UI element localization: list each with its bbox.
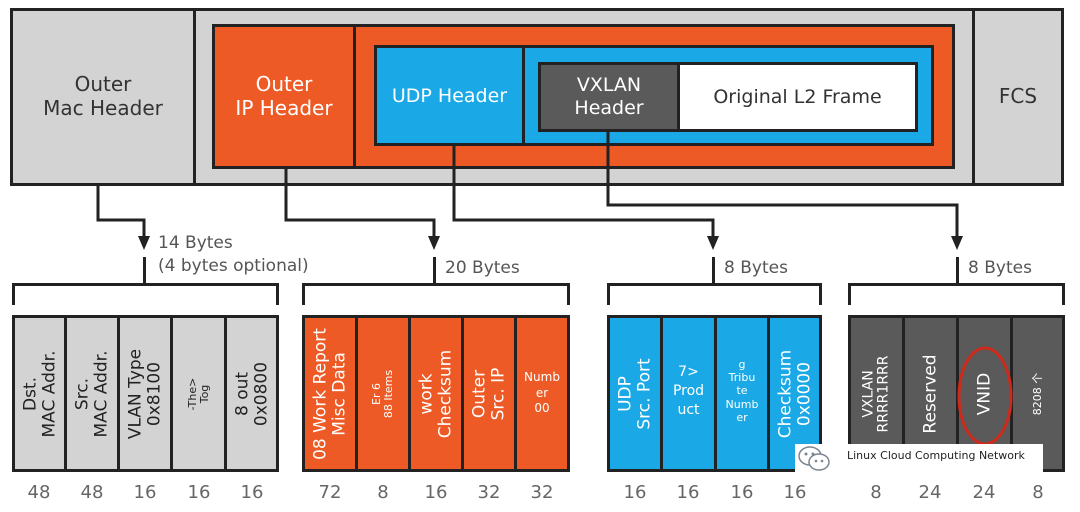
bits-udp-length: 16 [730, 482, 754, 503]
bits-dst-mac: 48 [27, 482, 51, 503]
bracket-vxlan [848, 283, 1065, 305]
bits-udp-src-port: 16 [623, 482, 647, 503]
bits-src-mac: 48 [80, 482, 104, 503]
tick-mac [143, 257, 146, 283]
tick-ip [433, 257, 436, 283]
bits-vlan-tag: 16 [187, 482, 211, 503]
bits-protocol: 8 [377, 482, 389, 503]
connector-mac [96, 185, 146, 238]
field-udp-length: g Tribu te Numb er [714, 315, 770, 472]
field-src-mac: Src. MAC Addr. [64, 315, 120, 472]
watermark-text: Linux Cloud Computing Network [847, 448, 1025, 462]
original-l2-frame-label: Original L2 Frame [713, 85, 882, 108]
watermark: Linux Cloud Computing Network [795, 444, 1043, 474]
bits-udp-dst-port: 16 [676, 482, 700, 503]
wechat-icon [798, 446, 830, 471]
arrow-vxlan [951, 236, 963, 250]
field-outer-dst-ip: Numb er 00 [514, 315, 570, 472]
bits-vlan-type: 16 [133, 482, 157, 503]
field-outer-src-ip: Outer Src. IP [461, 315, 517, 472]
divider-fcs [972, 8, 975, 186]
bytes-vxlan: 8 Bytes [968, 258, 1032, 278]
bracket-ip [302, 283, 570, 305]
divider-ip [353, 24, 356, 169]
bits-udp-checksum: 16 [783, 482, 807, 503]
tick-udp [712, 257, 715, 283]
bits-misc-data: 72 [318, 482, 342, 503]
bytes-mac: 14 Bytes (4 bytes optional) [158, 233, 309, 276]
fcs-label: FCS [998, 84, 1038, 108]
bytes-udp: 8 Bytes [724, 258, 788, 278]
bits-outer-dst-ip: 32 [530, 482, 554, 503]
field-ether-type: 8 out 0x0800 [224, 315, 279, 472]
field-udp-src-port: UDP Src. Port [607, 315, 663, 472]
field-ip-checksum: work Checksum [408, 315, 464, 472]
divider-udp [522, 45, 525, 146]
bits-outer-src-ip: 32 [477, 482, 501, 503]
bits-vxlan-flags: 8 [870, 482, 882, 503]
arrow-ip [428, 236, 440, 250]
bits-reserved-2: 8 [1032, 482, 1044, 503]
udp-header-label: UDP Header [391, 84, 508, 107]
field-misc-data: 08 Work Report Misc Data [302, 315, 358, 472]
original-l2-frame-block [677, 62, 918, 132]
arrow-udp [707, 236, 719, 250]
outer-mac-header-label: Outer Mac Header [43, 72, 163, 120]
tick-vxlan [956, 257, 959, 283]
bits-ip-checksum: 16 [424, 482, 448, 503]
field-dst-mac: Dst. MAC Addr. [12, 315, 67, 472]
bracket-mac [12, 283, 279, 305]
field-udp-dst-port: 7> Prod uct [660, 315, 717, 472]
outer-ip-header-label: Outer IP Header [235, 72, 333, 120]
bits-vnid: 24 [972, 482, 996, 503]
vxlan-header-label: VXLAN Header [574, 74, 644, 119]
bits-ether-type: 16 [240, 482, 264, 503]
bytes-ip: 20 Bytes [445, 258, 520, 278]
connector-udp [452, 146, 715, 238]
field-protocol: Er 6 88 Items [355, 315, 411, 472]
arrow-mac [138, 236, 150, 250]
bits-reserved: 24 [918, 482, 942, 503]
divider-mac [193, 8, 196, 186]
field-vlan-tag: -The> Tog [170, 315, 227, 472]
connector-vxlan [606, 132, 959, 238]
field-vlan-type: VLAN Type 0x8100 [117, 315, 173, 472]
bracket-udp [607, 283, 822, 305]
connector-ip [284, 169, 436, 238]
